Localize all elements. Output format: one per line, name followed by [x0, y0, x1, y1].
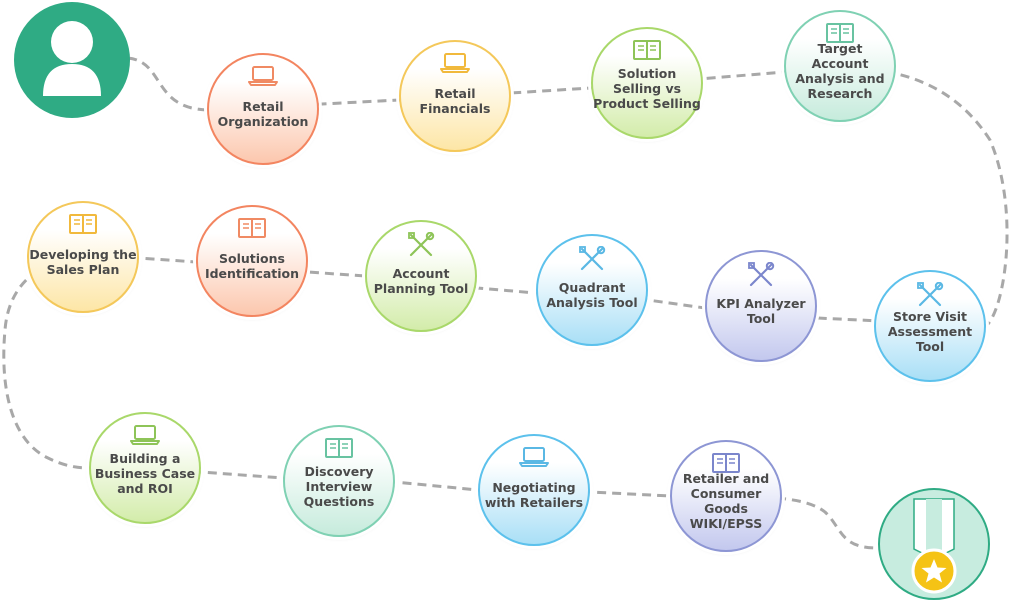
step-label: Target Account Analysis and Research — [795, 41, 885, 101]
step-solution-selling[interactable]: Solution Selling vs Product Selling — [591, 27, 703, 139]
step-solutions-identification[interactable]: Solutions Identification — [196, 205, 308, 317]
star-medal-icon — [878, 488, 990, 600]
user-avatar-icon — [14, 2, 130, 118]
step-label: Building a Business Case and ROI — [94, 450, 196, 496]
step-negotiating[interactable]: Negotiating with Retailers — [478, 434, 590, 546]
laptop-icon — [248, 65, 278, 87]
step-quadrant-analysis[interactable]: Quadrant Analysis Tool — [536, 234, 648, 346]
laptop-icon — [130, 424, 160, 446]
tools-icon — [916, 281, 944, 308]
step-retail-organization[interactable]: Retail Organization — [207, 53, 319, 165]
step-account-planning[interactable]: Account Planning Tool — [365, 220, 477, 332]
step-label: Discovery Interview Questions — [303, 463, 375, 509]
step-store-visit[interactable]: Store Visit Assessment Tool — [874, 270, 986, 382]
book-icon — [324, 437, 354, 459]
book-icon — [632, 39, 662, 61]
step-kpi-analyzer[interactable]: KPI Analyzer Tool — [705, 250, 817, 362]
step-label: Solution Selling vs Product Selling — [593, 65, 701, 111]
laptop-icon — [519, 446, 549, 468]
step-label: Quadrant Analysis Tool — [546, 280, 638, 310]
step-discovery-questions[interactable]: Discovery Interview Questions — [283, 425, 395, 537]
step-label: Negotiating with Retailers — [484, 480, 584, 510]
step-label: Developing the Sales Plan — [29, 247, 137, 277]
step-developing-sales-plan[interactable]: Developing the Sales Plan — [27, 201, 139, 313]
book-icon — [237, 217, 267, 239]
book-icon — [825, 22, 855, 44]
laptop-icon — [440, 52, 470, 74]
tools-icon — [747, 261, 775, 288]
finish-medal — [877, 487, 991, 601]
step-label: Retail Financials — [419, 86, 491, 116]
step-retailer-wiki[interactable]: Retailer and Consumer Goods WIKI/EPSS — [670, 440, 782, 552]
book-icon — [68, 213, 98, 235]
start-avatar — [14, 2, 130, 118]
step-label: Account Planning Tool — [373, 266, 469, 296]
step-target-account[interactable]: Target Account Analysis and Research — [784, 10, 896, 122]
step-label: Solutions Identification — [204, 251, 300, 281]
book-icon — [711, 452, 741, 474]
step-label: Store Visit Assessment Tool — [887, 308, 973, 354]
step-label: KPI Analyzer Tool — [716, 296, 806, 326]
tools-icon — [407, 231, 435, 258]
step-label: Retail Organization — [217, 99, 309, 129]
step-label: Retailer and Consumer Goods WIKI/EPSS — [682, 471, 770, 531]
tools-icon — [578, 245, 606, 272]
step-building-business-case[interactable]: Building a Business Case and ROI — [89, 412, 201, 524]
step-retail-financials[interactable]: Retail Financials — [399, 40, 511, 152]
